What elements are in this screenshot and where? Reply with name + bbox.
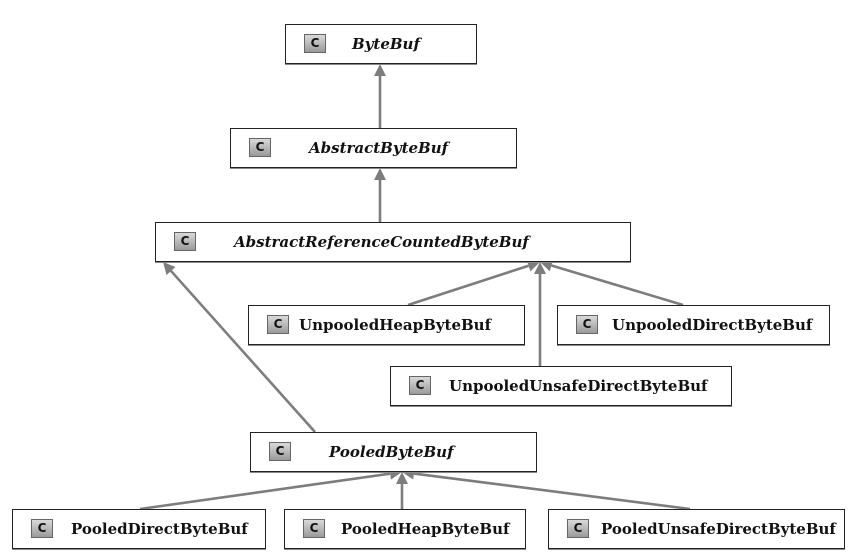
inheritance-edge-pooledunsafedirectbytebuf-to-pooledbytebuf [413, 472, 691, 511]
class-node-unpooledheapbytebuf[interactable]: C UnpooledHeapByteBuf [248, 305, 525, 345]
class-node-abstractreferencecountedbytebuf[interactable]: C AbstractReferenceCountedByteBuf [155, 222, 631, 262]
inheritance-edge-unpooledheapbytebuf-to-abstractreferencecountedbytebuf [407, 264, 529, 307]
arrowhead-unpooleddirectbytebuf [540, 259, 554, 272]
class-label-pooledbytebuf: PooledByteBuf [329, 443, 454, 461]
inheritance-edge-pooledbytebuf-to-abstractreferencecountedbytebuf [170, 270, 316, 433]
arrowhead-abstractreferencecountedbytebuf [374, 168, 386, 180]
arrowhead-unpooledunsafedirectbytebuf [534, 262, 546, 274]
class-label-abstractbytebuf: AbstractByteBuf [309, 139, 449, 157]
class-label-pooledunsafedirectbytebuf: PooledUnsafeDirectByteBuf [601, 520, 836, 538]
arrowhead-abstractbytebuf [374, 64, 386, 76]
class-label-abstractreferencecountedbytebuf: AbstractReferenceCountedByteBuf [234, 233, 529, 251]
class-label-pooleddirectbytebuf: PooledDirectByteBuf [71, 520, 248, 538]
class-icon: C [174, 232, 196, 251]
class-label-unpooledunsafedirectbytebuf: UnpooledUnsafeDirectByteBuf [449, 377, 708, 395]
class-label-pooledheapbytebuf: PooledHeapByteBuf [341, 520, 510, 538]
class-node-pooledunsafedirectbytebuf[interactable]: C PooledUnsafeDirectByteBuf [548, 509, 845, 549]
arrowhead-unpooledheapbytebuf [526, 260, 540, 272]
class-icon: C [303, 519, 325, 538]
arrowhead-pooledheapbytebuf [396, 472, 408, 484]
class-node-unpooleddirectbytebuf[interactable]: C UnpooledDirectByteBuf [557, 305, 830, 345]
inheritance-edge-unpooleddirectbytebuf-to-abstractreferencecountedbytebuf [551, 264, 684, 307]
class-node-pooleddirectbytebuf[interactable]: C PooledDirectByteBuf [12, 509, 266, 549]
class-icon: C [269, 442, 291, 461]
class-icon: C [409, 376, 431, 395]
class-icon: C [249, 138, 271, 157]
inheritance-edge-pooleddirectbytebuf-to-pooledbytebuf [139, 472, 391, 511]
class-node-pooledbytebuf[interactable]: C PooledByteBuf [250, 432, 537, 472]
class-icon: C [576, 315, 598, 334]
class-node-bytebuf[interactable]: C ByteBuf [285, 24, 477, 64]
class-icon: C [304, 34, 326, 53]
arrowhead-pooledbytebuf [163, 262, 176, 275]
class-icon: C [31, 519, 53, 538]
class-label-unpooledheapbytebuf: UnpooledHeapByteBuf [299, 316, 492, 334]
class-label-unpooleddirectbytebuf: UnpooledDirectByteBuf [612, 316, 813, 334]
class-node-unpooledunsafedirectbytebuf[interactable]: C UnpooledUnsafeDirectByteBuf [390, 366, 732, 406]
class-label-bytebuf: ByteBuf [352, 35, 420, 53]
class-node-pooledheapbytebuf[interactable]: C PooledHeapByteBuf [284, 509, 526, 549]
class-node-abstractbytebuf[interactable]: C AbstractByteBuf [230, 128, 517, 168]
class-icon: C [267, 315, 289, 334]
class-icon: C [567, 519, 589, 538]
